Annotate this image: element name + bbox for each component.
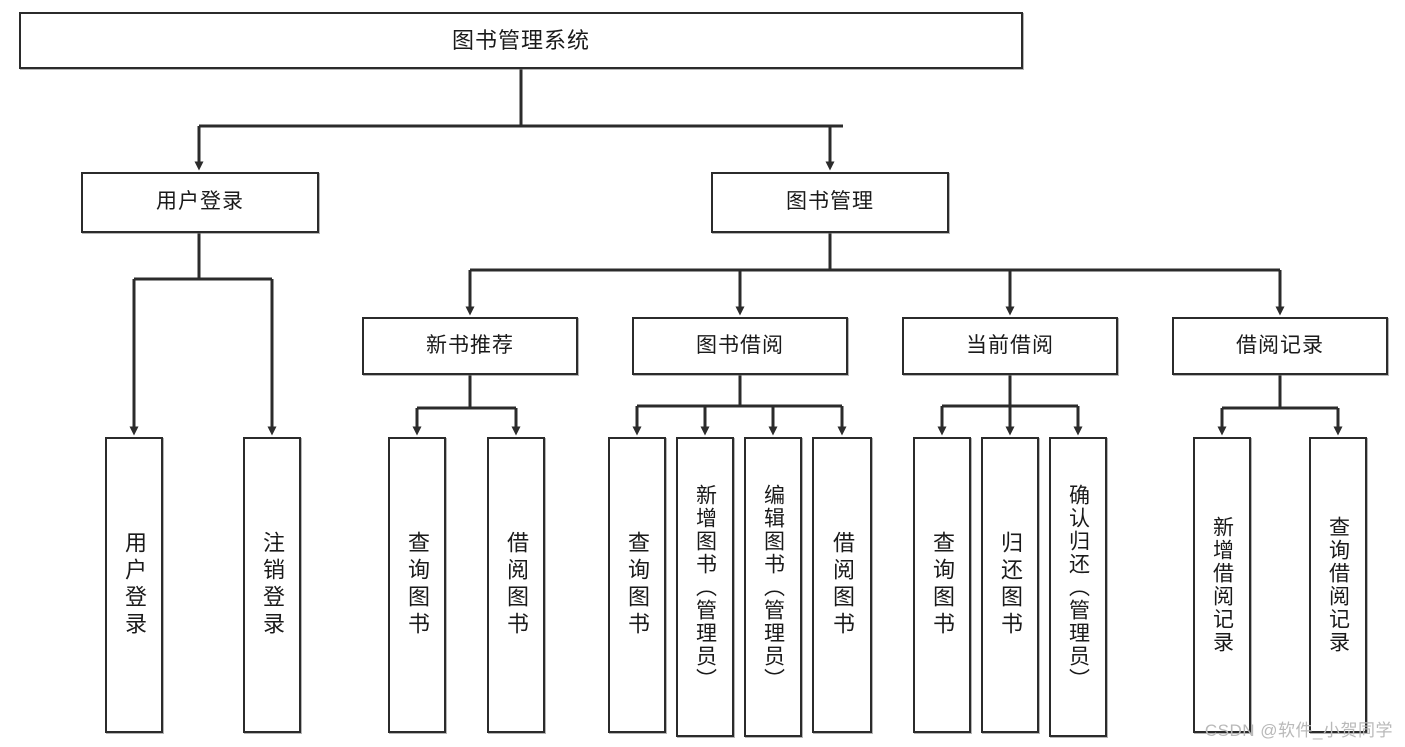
- node-leaf-query-book-current[interactable]: 查询图书: [913, 437, 971, 733]
- node-current-borrow[interactable]: 当前借阅: [902, 317, 1118, 375]
- node-book-management[interactable]: 图书管理: [711, 172, 949, 233]
- node-leaf-borrow-book-recommend[interactable]: 借阅图书: [487, 437, 545, 733]
- node-leaf-logout-login[interactable]: 注销登录: [243, 437, 301, 733]
- node-label: 借阅记录: [1236, 333, 1324, 357]
- node-leaf-confirm-return[interactable]: 确认归还（管理员）: [1049, 437, 1107, 737]
- node-label: 归还图书: [998, 531, 1023, 639]
- node-label: 图书管理: [786, 190, 874, 214]
- node-leaf-edit-book[interactable]: 编辑图书（管理员）: [744, 437, 802, 737]
- node-leaf-borrow-book[interactable]: 借阅图书: [812, 437, 872, 733]
- node-label: 图书借阅: [696, 333, 784, 357]
- node-borrow-record[interactable]: 借阅记录: [1172, 317, 1388, 375]
- node-leaf-query-book-recommend[interactable]: 查询图书: [388, 437, 446, 733]
- node-leaf-return-book[interactable]: 归还图书: [981, 437, 1039, 733]
- node-leaf-query-book-borrow[interactable]: 查询图书: [608, 437, 666, 733]
- node-user-login[interactable]: 用户登录: [81, 172, 319, 233]
- node-label: 用户登录: [156, 190, 244, 214]
- node-leaf-add-borrow-record[interactable]: 新增借阅记录: [1193, 437, 1251, 733]
- node-book-borrow[interactable]: 图书借阅: [632, 317, 848, 375]
- node-label: 查询图书: [405, 531, 430, 639]
- node-label: 新书推荐: [426, 333, 514, 357]
- node-leaf-user-login[interactable]: 用户登录: [105, 437, 163, 733]
- node-label: 确认归还（管理员）: [1066, 483, 1090, 691]
- node-leaf-query-borrow-record[interactable]: 查询借阅记录: [1309, 437, 1367, 733]
- node-root-book-management-system[interactable]: 图书管理系统: [19, 12, 1023, 69]
- node-label: 借阅图书: [830, 531, 855, 639]
- node-label: 查询借阅记录: [1326, 516, 1350, 654]
- node-label: 新增借阅记录: [1210, 516, 1234, 654]
- node-leaf-add-book[interactable]: 新增图书（管理员）: [676, 437, 734, 737]
- node-new-book-recommend[interactable]: 新书推荐: [362, 317, 578, 375]
- node-label: 查询图书: [930, 531, 955, 639]
- node-label: 图书管理系统: [451, 27, 590, 53]
- watermark-text: CSDN @软件_小贺同学: [1204, 721, 1393, 740]
- node-label: 编辑图书（管理员）: [761, 483, 785, 691]
- node-label: 用户登录: [122, 531, 147, 639]
- node-label: 当前借阅: [966, 333, 1054, 357]
- node-label: 查询图书: [625, 531, 650, 639]
- node-label: 借阅图书: [504, 531, 529, 639]
- node-label: 新增图书（管理员）: [693, 483, 717, 691]
- node-label: 注销登录: [260, 531, 285, 639]
